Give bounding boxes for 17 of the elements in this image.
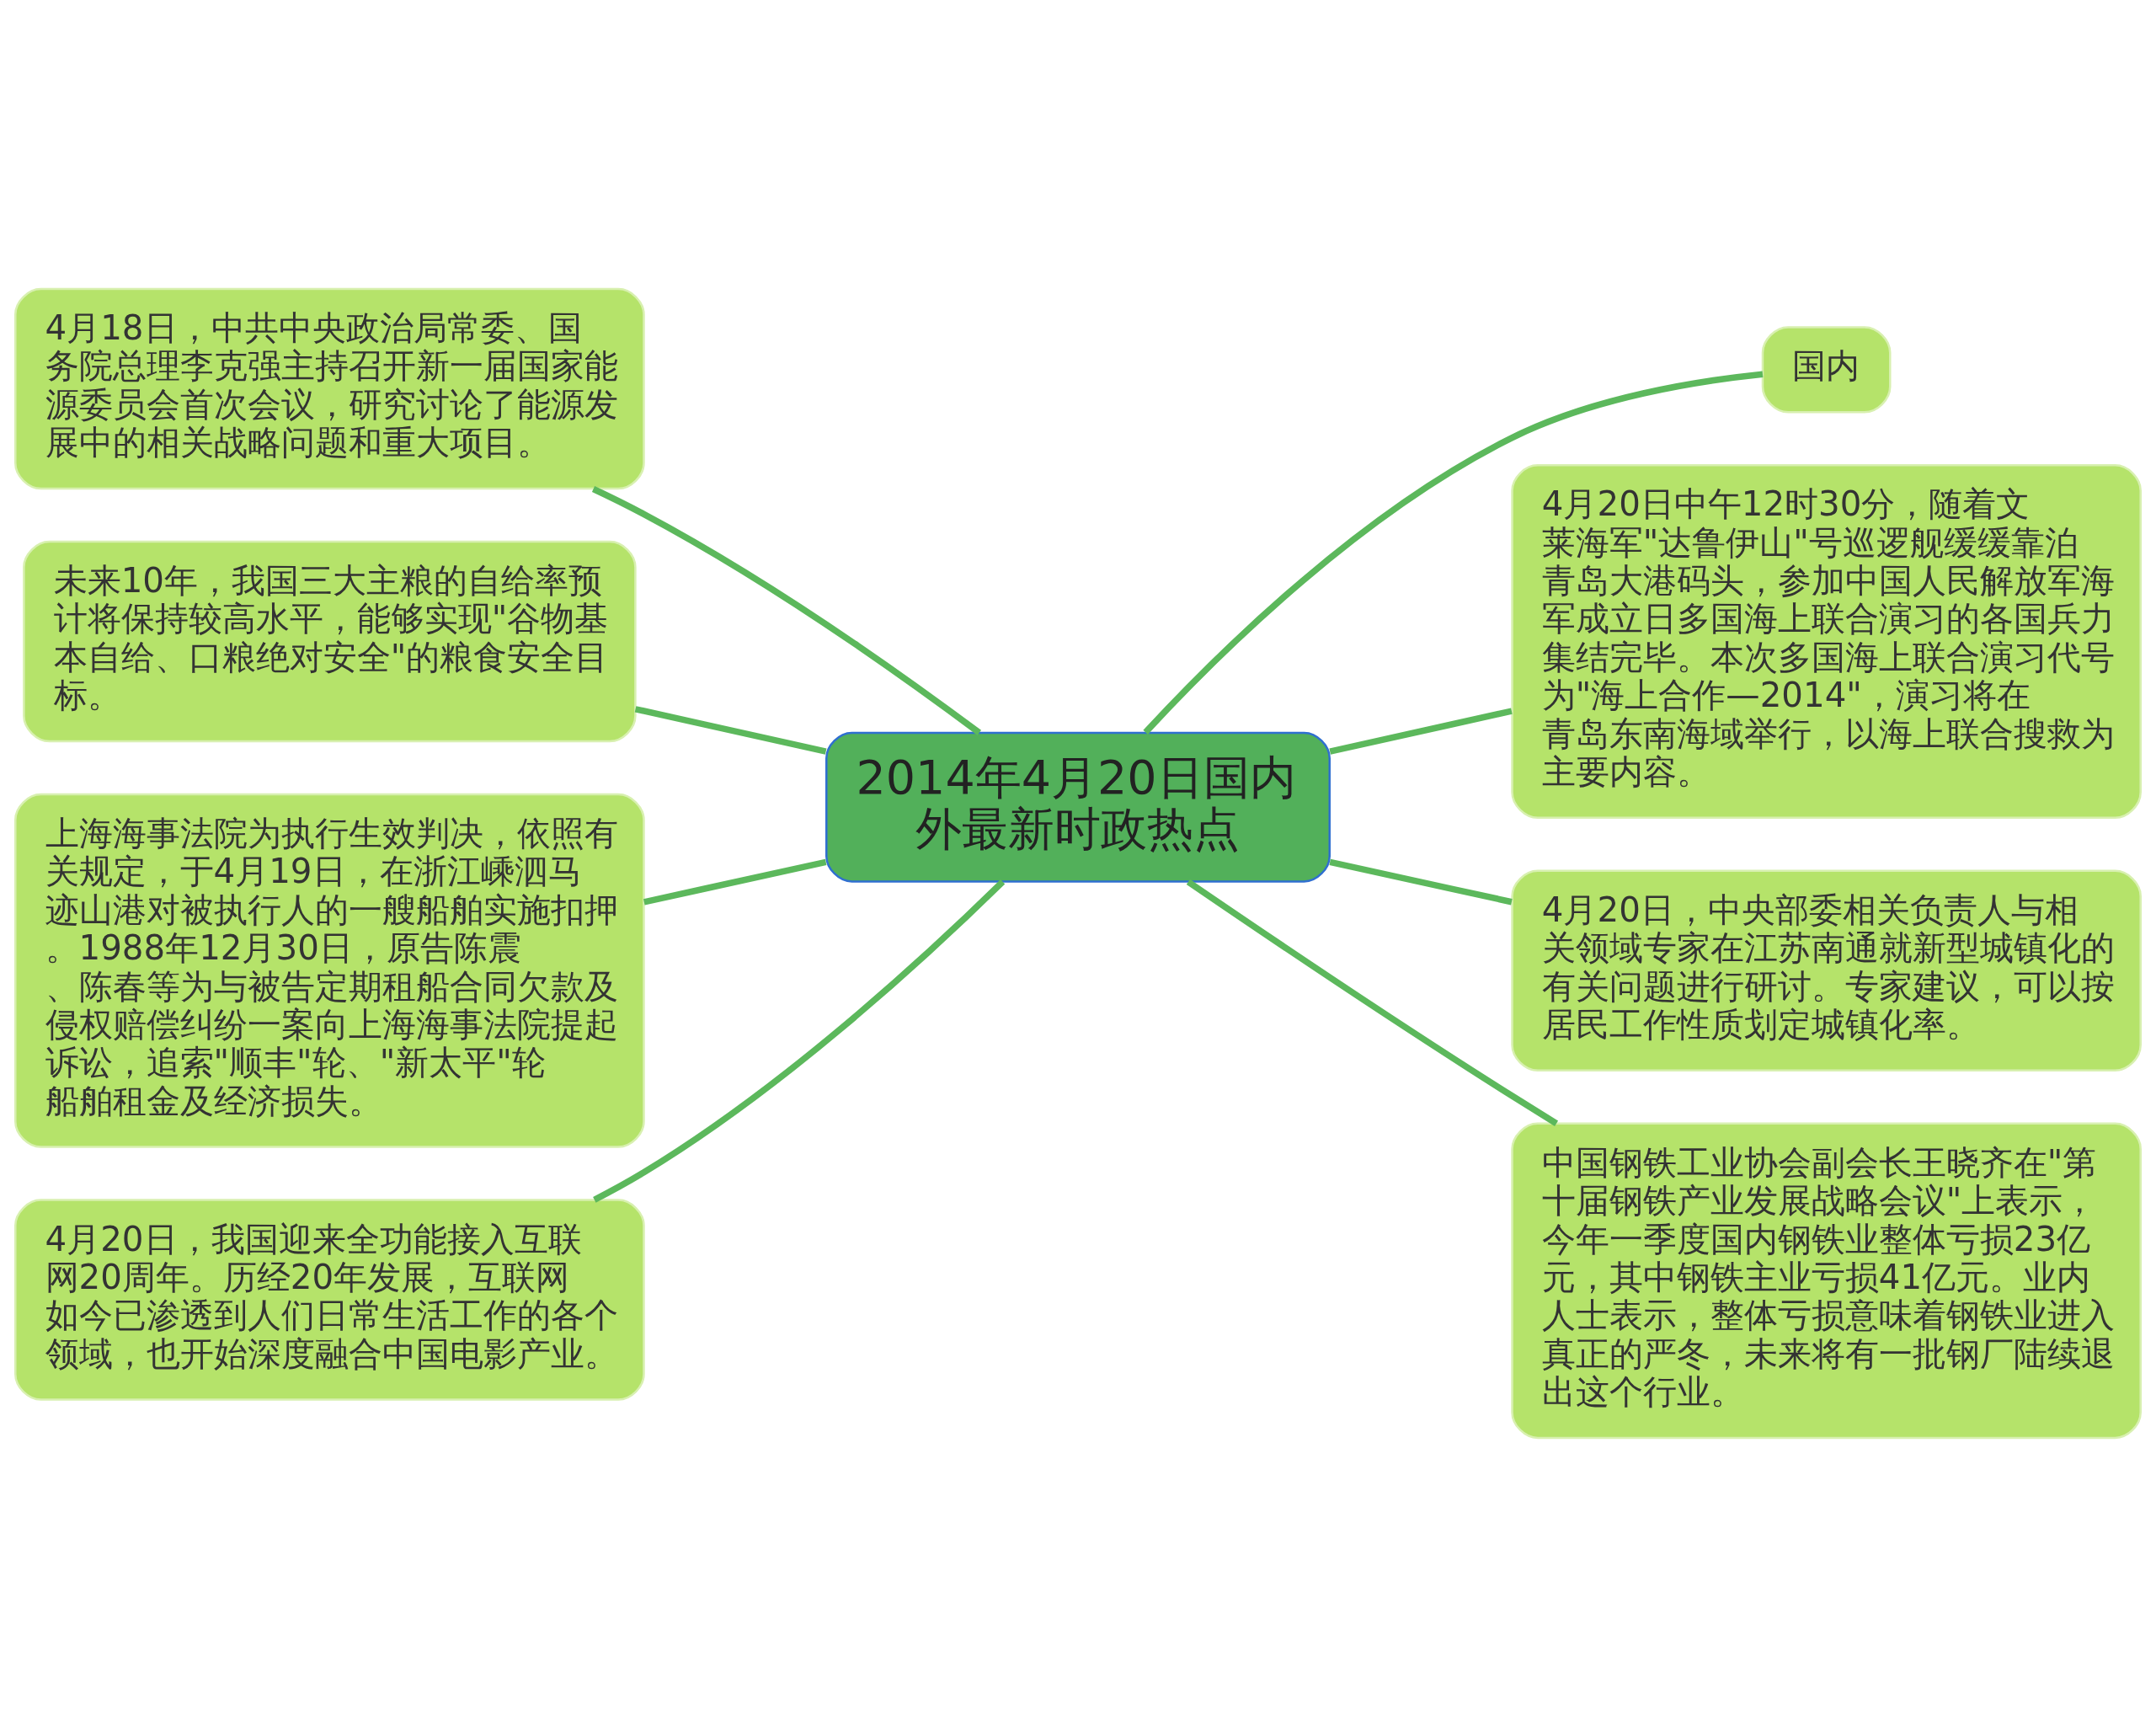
node-box: 未来10年，我国三大主粮的自给率预计将保持较高水平，能够实现"谷物基本自给、口粮绝对安全"的粮食安全目标。 xyxy=(23,540,637,742)
node-box: 国内 xyxy=(1761,325,1892,414)
node-box: 上海海事法院为执行生效判决，依照有关规定，于4月19日，在浙江嵊泗马迹山港对被执行人的一艘船舶实施扣押。1988年12月30日，原告陈震、陈春等为与被告定期租船合同欠款及侵权赔偿纠纷一案向上海海事法院提起诉讼，追索"顺丰"轮、"新太平"轮船舶租金及经济损失。 xyxy=(14,793,645,1148)
connector xyxy=(634,705,827,755)
node-box: 4月18日，中共中央政治局常委、国务院总理李克强主持召开新一届国家能源委员会首次会议，研究讨论了能源发展中的相关战略问题和重大项目。 xyxy=(14,287,645,489)
connector xyxy=(1329,858,1513,905)
node-box: 4月20日，我国迎来全功能接入互联网20周年。历经20年发展，互联网如今已渗透到人们日常生活工作的各个领域，也开始深度融合中国电影产业。 xyxy=(14,1198,645,1401)
connector xyxy=(1329,708,1513,755)
connector xyxy=(643,858,827,906)
node-box: 2014年4月20日国内外最新时政热点 xyxy=(825,731,1331,883)
connector xyxy=(1143,370,1764,735)
connector xyxy=(1186,879,1559,1126)
node-box: 中国钢铁工业协会副会长王晓齐在"第十届钢铁产业发展战略会议"上表示，今年一季度国内钢铁业整体亏损23亿元，其中钢铁主业亏损41亿元。业内人士表示，整体亏损意味着钢铁业进入真正的严冬，未来将有一批钢厂陆续退出这个行业。 xyxy=(1511,1122,2142,1439)
connector xyxy=(593,879,1006,1203)
connector xyxy=(591,485,982,735)
node-box: 4月20日，中央部委相关负责人与相关领域专家在江苏南通就新型城镇化的有关问题进行研讨。专家建议，可以按居民工作性质划定城镇化率。 xyxy=(1511,869,2142,1071)
node-box: 4月20日中午12时30分，随着文莱海军"达鲁伊山"号巡逻舰缓缓靠泊青岛大港码头，参加中国人民解放军海军成立日多国海上联合演习的各国兵力集结完毕。本次多国海上联合演习代号为"海上合作—2014"，演习将在青岛东南海域举行，以海上联合搜救为主要内容。 xyxy=(1511,463,2142,819)
